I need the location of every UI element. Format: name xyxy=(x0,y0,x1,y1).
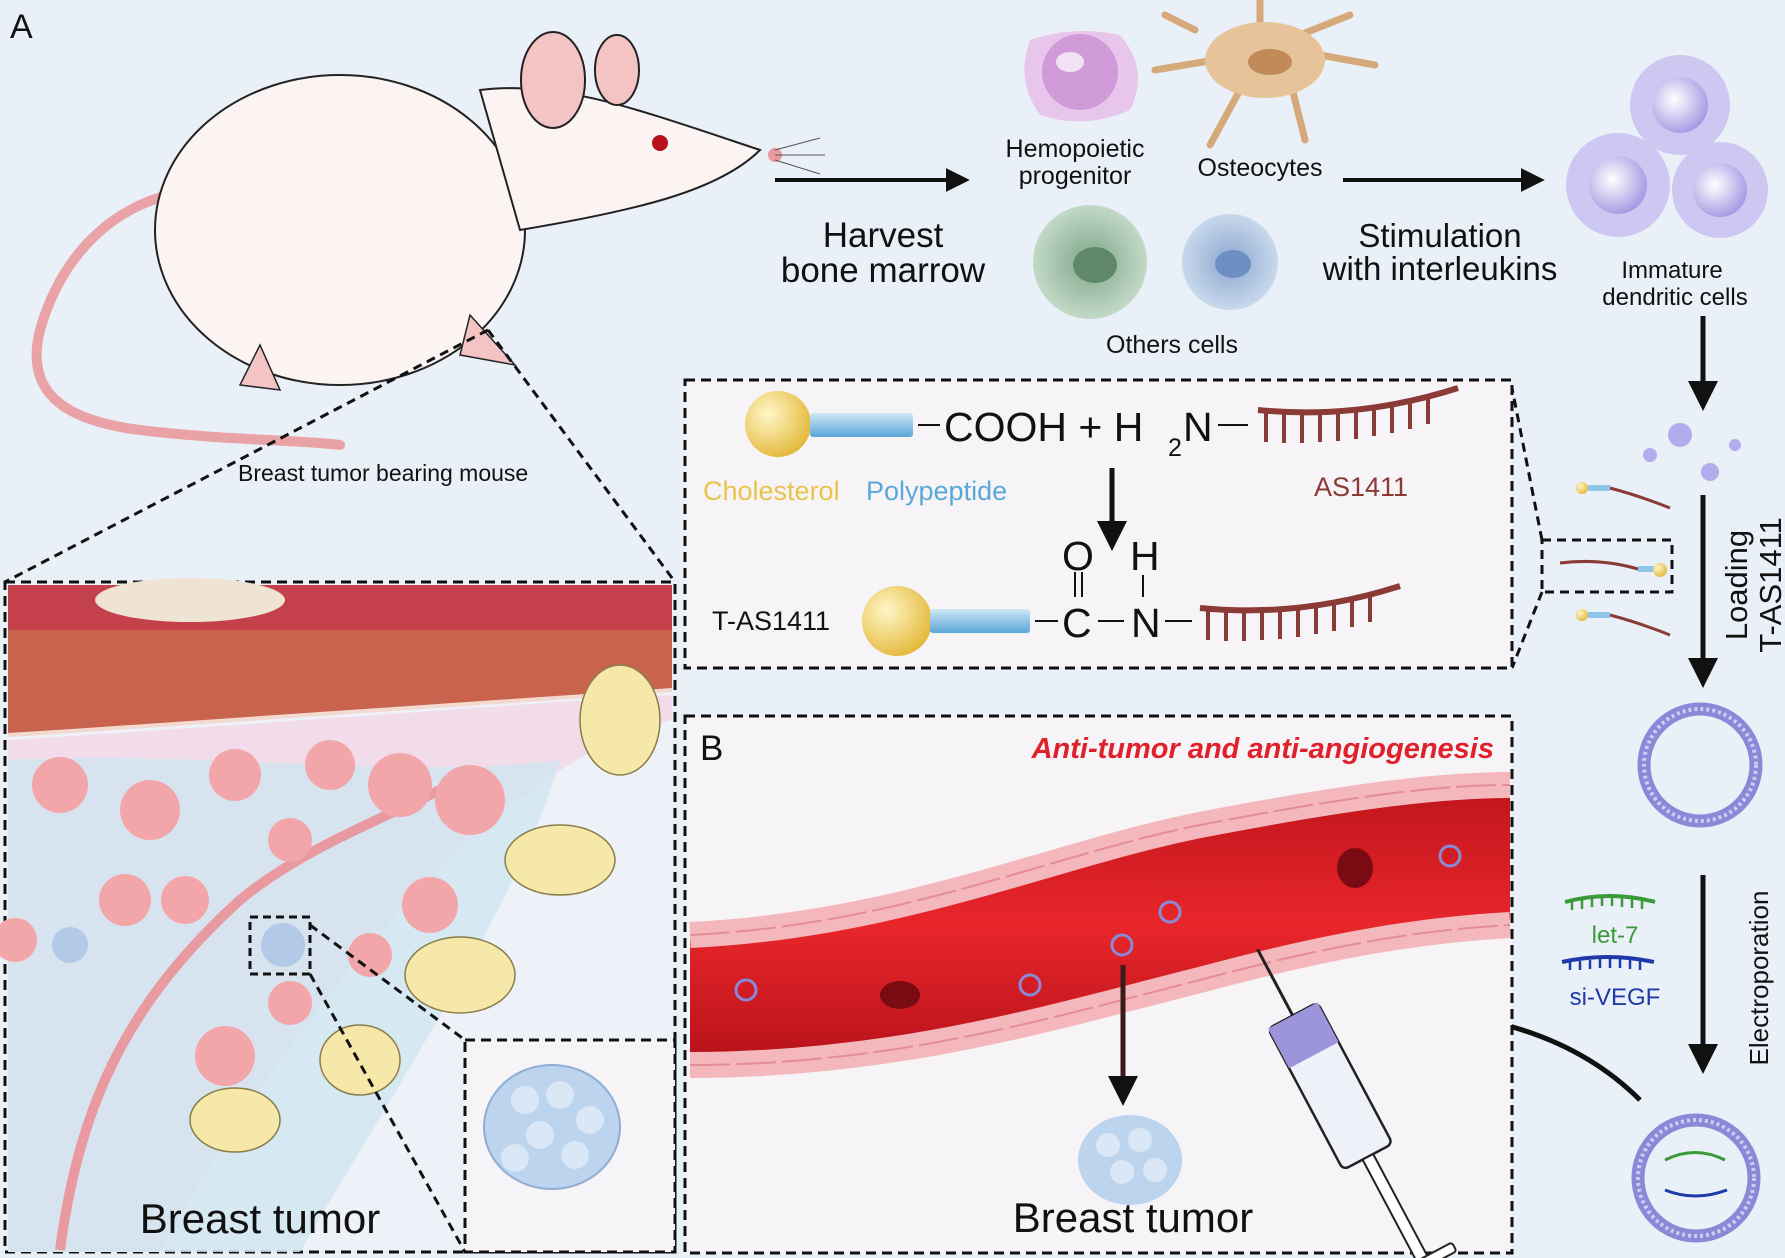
exosome-loaded xyxy=(1637,702,1763,828)
mouse-caption: Breast tumor bearing mouse xyxy=(238,460,528,486)
zoom-lines xyxy=(4,328,677,584)
tumor-zoom-lines xyxy=(308,923,467,1253)
others-cells xyxy=(1033,205,1278,319)
cooh-text: COOH + H xyxy=(944,404,1143,450)
sivegf-label: si-VEGF xyxy=(1570,984,1661,1011)
breast-tumor-cluster-b xyxy=(1078,1115,1182,1205)
tumor-cell-cluster-zoom xyxy=(483,1064,621,1190)
osteocytes-label: Osteocytes xyxy=(1197,154,1322,182)
stimulation-line2: with interleukins xyxy=(1322,250,1558,287)
exosome-particles xyxy=(1643,423,1741,481)
oxygen-atom: O xyxy=(1062,533,1094,579)
panel-b-headline: Anti-tumor and anti-angiogenesis xyxy=(1031,733,1494,765)
stimulation-line1: Stimulation xyxy=(1358,217,1521,254)
t-as1411-zoom-molecule xyxy=(1559,559,1667,577)
exosome-electroporated xyxy=(1631,1113,1761,1243)
zoom-box-molecule xyxy=(1540,538,1674,594)
immature-label-2: dendritic cells xyxy=(1602,284,1747,311)
carbon-atom: C xyxy=(1062,600,1092,646)
electroporation-label: Electroporation xyxy=(1744,891,1774,1066)
harvest-line1: Harvest xyxy=(823,216,944,255)
electroporation-label-group: Electroporation xyxy=(1744,891,1774,1066)
hemopoietic-label-1: Hemopoietic xyxy=(1006,135,1145,163)
hemopoietic-progenitor-cell xyxy=(1024,31,1138,122)
loading-label-group: Loading T-AS1411 xyxy=(1719,517,1785,653)
hydrogen-atom: H xyxy=(1130,533,1160,579)
tumor-zoom-box xyxy=(248,915,312,976)
immature-label-1: Immature xyxy=(1621,257,1722,284)
loading-label-2: T-AS1411 xyxy=(1753,517,1785,653)
zoom-lines-molecule xyxy=(1510,387,1544,669)
t-as1411-label: T-AS1411 xyxy=(712,606,830,636)
as1411-label: AS1411 xyxy=(1314,472,1408,502)
panel-a-label: A xyxy=(10,8,33,46)
cholesterol-polypeptide-reactant xyxy=(745,391,940,457)
fat-lobules xyxy=(189,664,661,1153)
sivegf-strand xyxy=(1561,955,1655,970)
blood-vessel xyxy=(689,772,1511,1078)
breast-tumor-label-b: Breast tumor xyxy=(1013,1194,1253,1241)
h2-subscript: 2 xyxy=(1168,434,1182,462)
others-cells-label: Others cells xyxy=(1106,331,1238,359)
mouse-illustration xyxy=(31,31,825,450)
loading-label-1: Loading xyxy=(1719,530,1754,640)
harvest-line2: bone marrow xyxy=(781,251,986,290)
osteocyte-cell xyxy=(1151,0,1379,149)
cholesterol-label: Cholesterol xyxy=(703,476,840,506)
t-as1411-mini-molecules xyxy=(1576,482,1671,637)
amine-n: N xyxy=(1183,404,1213,450)
as1411-aptamer-reactant xyxy=(1257,385,1459,443)
syringe-icon xyxy=(1256,948,1457,1258)
polypeptide-label: Polypeptide xyxy=(866,476,1007,506)
let7-label: let-7 xyxy=(1592,922,1639,949)
panel-b-label: B xyxy=(700,729,723,768)
let7-strand xyxy=(1564,894,1656,910)
t-as1411-product xyxy=(862,572,1401,656)
immature-dendritic-cells xyxy=(1566,55,1768,238)
hemopoietic-label-2: progenitor xyxy=(1019,162,1132,190)
breast-tumor-label-a: Breast tumor xyxy=(140,1195,380,1242)
nitrogen-atom: N xyxy=(1131,600,1161,646)
tumor-nodules xyxy=(0,740,505,1251)
